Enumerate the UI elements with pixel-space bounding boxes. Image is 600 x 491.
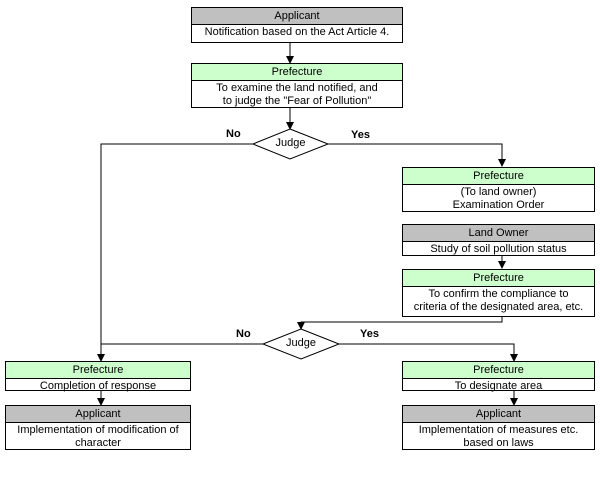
prefecture-response-box: Prefecture Completion of response <box>5 361 191 393</box>
judge-1-yes: Yes <box>351 129 370 141</box>
box-text: Notification based on the Act Article 4. <box>204 26 390 38</box>
judge-2-label: Judge <box>286 337 316 349</box>
box-text: to judge the "Fear of Pollution" <box>222 95 372 107</box>
prefecture-designate-box: Prefecture To designate area <box>402 361 595 393</box>
judge-1-label: Judge <box>275 137 306 149</box>
box-header: Prefecture <box>192 64 402 81</box>
prefecture-examine-box: Prefecture To examine the land notified,… <box>191 63 403 108</box>
box-body: Study of soil pollution status <box>403 242 594 256</box>
box-text: To designate area <box>454 380 543 392</box>
box-header: Prefecture <box>403 168 594 185</box>
box-body: Notification based on the Act Article 4. <box>192 25 402 39</box>
box-header: Applicant <box>6 406 190 423</box>
land-owner-study-box: Land Owner Study of soil pollution statu… <box>402 224 595 256</box>
arrow-judge2-yes <box>339 343 518 362</box>
box-text: Implementation of modification of <box>17 424 179 436</box>
judge-2-no: No <box>236 328 251 340</box>
box-text: (To land owner) <box>460 186 537 198</box>
applicant-notification-box: Applicant Notification based on the Act … <box>191 7 403 43</box>
box-body: To confirm the compliance to criteria of… <box>403 287 594 314</box>
judge-2-yes: Yes <box>360 328 379 340</box>
box-body: Implementation of measures etc. based on… <box>403 423 594 450</box>
box-text: To examine the land notified, and <box>216 82 378 94</box>
arrow-judge1-yes <box>328 143 506 167</box>
judge-1-no: No <box>226 128 241 140</box>
box-text: Implementation of measures etc. <box>418 424 579 436</box>
prefecture-confirm-box: Prefecture To confirm the compliance to … <box>402 269 595 317</box>
box-header: Applicant <box>403 406 594 423</box>
applicant-measures-box: Applicant Implementation of measures etc… <box>402 405 595 450</box>
judge-diamond-1 <box>251 128 330 160</box>
box-header: Applicant <box>192 8 402 25</box>
box-text: Completion of response <box>39 380 157 392</box>
box-text: character <box>75 437 121 449</box>
box-body: To examine the land notified, and to jud… <box>192 81 402 108</box>
applicant-modification-box: Applicant Implementation of modification… <box>5 405 191 450</box>
arrow-confirm-to-judge2 <box>297 317 503 330</box>
box-body: To designate area <box>403 379 594 393</box>
box-body: Completion of response <box>6 379 190 393</box>
box-text: criteria of the designated area, etc. <box>413 301 584 313</box>
box-text: based on laws <box>463 437 534 449</box>
judge-diamond-2 <box>261 328 341 360</box>
box-text: Examination Order <box>452 199 545 211</box>
box-body: (To land owner) Examination Order <box>403 185 594 212</box>
box-body: Implementation of modification of charac… <box>6 423 190 450</box>
box-text: Study of soil pollution status <box>430 243 567 255</box>
box-header: Prefecture <box>403 362 594 379</box>
box-header: Land Owner <box>403 225 594 242</box>
box-header: Prefecture <box>403 270 594 287</box>
box-text: To confirm the compliance to <box>428 288 569 300</box>
box-header: Prefecture <box>6 362 190 379</box>
arrow-judge1-no <box>97 143 253 362</box>
prefecture-order-box: Prefecture (To land owner) Examination O… <box>402 167 595 212</box>
